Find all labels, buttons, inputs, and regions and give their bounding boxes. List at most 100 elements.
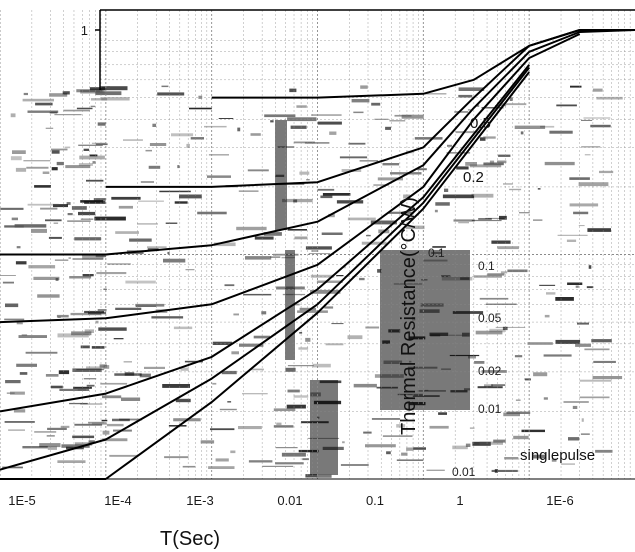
scan-noise-mark	[537, 188, 541, 190]
scan-noise-mark	[498, 154, 511, 157]
scan-noise-mark	[96, 272, 127, 275]
scan-noise-mark	[57, 460, 86, 463]
scan-noise-mark	[458, 221, 469, 224]
scan-noise-mark	[167, 251, 170, 255]
scan-noise-mark	[16, 322, 23, 325]
scan-noise-mark	[238, 426, 262, 430]
scan-noise-mark	[72, 368, 102, 372]
scan-noise-mark	[561, 463, 575, 465]
scan-noise-mark	[189, 107, 212, 110]
scan-noise-mark	[429, 425, 449, 429]
scan-noise-mark	[434, 209, 438, 213]
scan-noise-mark	[236, 226, 267, 231]
scan-noise-mark	[458, 94, 473, 98]
scan-noise-mark	[405, 225, 425, 230]
scan-noise-mark	[382, 163, 400, 166]
scan-noise-mark	[70, 312, 102, 316]
scan-noise-mark	[310, 274, 335, 278]
scan-noise-mark	[491, 240, 511, 244]
scan-noise-mark	[88, 421, 105, 424]
scan-noise-mark	[359, 277, 365, 281]
scan-noise-mark	[285, 367, 296, 372]
scan-noise-block	[285, 250, 295, 360]
scan-noise-mark	[544, 161, 575, 166]
scan-noise-mark	[33, 276, 60, 280]
scan-noise-mark	[336, 200, 364, 204]
scan-noise-mark	[54, 259, 69, 261]
x-tick-labels: 1E-5 1E-4 1E-3 0.01 0.1 1 1E-6	[8, 493, 573, 508]
scan-noise-mark	[491, 384, 506, 386]
scan-noise-mark	[47, 427, 67, 430]
scan-noise-mark	[123, 361, 132, 363]
scan-noise-mark	[95, 91, 122, 96]
scan-noise-mark	[587, 228, 611, 232]
scan-noise-mark	[54, 114, 82, 116]
scan-noise-mark	[11, 217, 18, 221]
scan-noise-mark	[48, 236, 62, 239]
scan-noise-mark	[121, 397, 141, 401]
scan-noise-mark	[298, 347, 309, 350]
scan-noise-mark	[230, 450, 236, 454]
scan-noise-mark	[89, 154, 98, 157]
scan-noise-mark	[593, 360, 616, 363]
scan-noise-mark	[532, 454, 546, 459]
inner-tick-label: 0.1	[428, 246, 445, 260]
series-line-0.05	[0, 33, 581, 324]
scan-noise-mark	[138, 200, 164, 202]
scan-noise-mark	[485, 217, 505, 219]
scan-noise-mark	[287, 389, 300, 393]
scan-noise-mark	[555, 297, 574, 301]
scan-noise-mark	[135, 303, 165, 307]
scan-noise-mark	[74, 423, 103, 426]
scan-noise-mark	[483, 162, 504, 166]
scan-noise-mark	[282, 198, 313, 203]
scan-noise-mark	[515, 399, 521, 401]
scan-noise-mark	[100, 382, 128, 385]
scan-noise-mark	[113, 338, 124, 340]
scan-noise-mark	[316, 280, 343, 283]
x-axis-title: T(Sec)	[160, 528, 220, 550]
scan-noise-mark	[82, 274, 94, 277]
scan-noise-mark	[401, 452, 408, 456]
scan-noise-mark	[62, 91, 70, 95]
scan-noise-mark	[26, 166, 49, 169]
scan-noise-mark	[72, 435, 95, 439]
scan-noise-mark	[175, 398, 191, 403]
scan-noise-mark	[165, 222, 178, 224]
scan-noise-mark	[261, 311, 267, 315]
scan-noise-mark	[94, 216, 126, 221]
scan-noise-mark	[102, 438, 128, 442]
scan-noise-mark	[50, 385, 63, 389]
scan-noise-mark	[227, 401, 232, 403]
scan-noise-mark	[377, 177, 403, 181]
scan-noise-mark	[465, 443, 471, 447]
scan-noise-mark	[563, 401, 589, 403]
scan-noise-mark	[75, 442, 93, 446]
scan-noise-mark	[115, 307, 142, 310]
x-tick-label: 0.1	[366, 493, 384, 508]
scan-noise-mark	[503, 183, 513, 185]
scan-noise-mark	[90, 105, 96, 108]
scan-noise-mark	[53, 204, 68, 208]
scan-noise-mark	[371, 102, 381, 106]
scan-noise-mark	[478, 218, 492, 220]
scan-noise-mark	[149, 143, 167, 146]
scan-noise-mark	[590, 124, 611, 128]
scan-noise-mark	[80, 200, 104, 203]
scan-noise-mark	[164, 456, 189, 459]
x-tick-label: 1E-5	[8, 493, 35, 508]
scan-noise-mark	[569, 203, 599, 207]
singlepulse-label: singlepulse	[520, 447, 595, 464]
scan-noise-mark	[543, 354, 572, 357]
scan-noise-mark	[28, 265, 56, 269]
scan-noise-mark	[489, 160, 495, 164]
x-tick-label: 1E-3	[186, 493, 213, 508]
scan-noise-mark	[45, 127, 54, 129]
scan-noise-mark	[177, 165, 180, 169]
scan-noise-mark	[540, 125, 555, 128]
scan-noise-mark	[296, 105, 307, 108]
scan-noise-mark	[340, 464, 369, 466]
scan-noise-mark	[566, 239, 577, 242]
scan-noise-mark	[233, 313, 239, 316]
scan-noise-mark	[493, 439, 506, 443]
